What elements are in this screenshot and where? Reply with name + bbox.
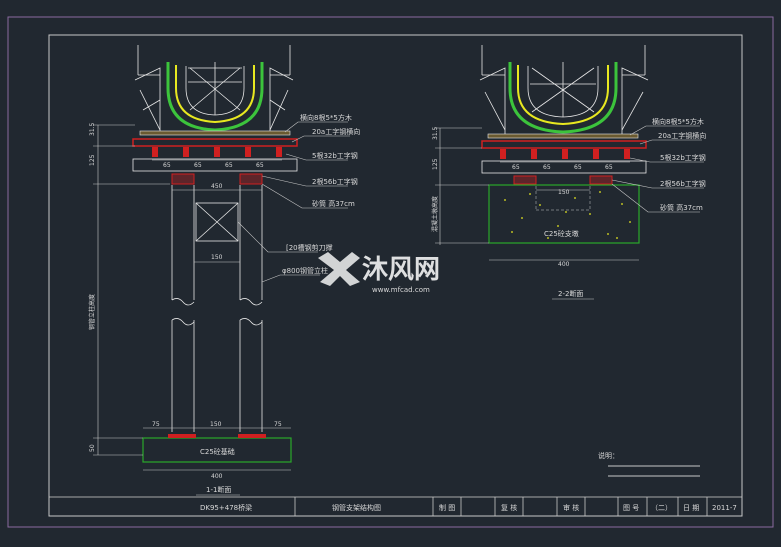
s1-dim-b75a: 75 [152,421,160,428]
s1-label-brace: [20槽钢剪刀撑 [286,243,333,252]
s1-dim-150: 150 [211,254,223,261]
s2-dim-b400: 400 [558,261,570,268]
s2-dim-lines [435,127,639,261]
s1-x-brace [195,202,239,242]
s2-pier [488,184,640,244]
s1-columns [171,185,263,432]
s2-label-beam-20a: 20a工字钢横向 [658,131,706,140]
s2-dim-sp2: 65 [543,164,551,171]
watermark-url: www.mfcad.com [372,286,430,294]
tb-review: 复 核 [501,503,517,512]
s2-dim-sp3: 65 [574,164,582,171]
s1-sand-left [171,173,195,185]
notes-block: 说明： [598,451,700,477]
s1-dim-sp4: 65 [256,162,264,169]
s1-foundation [142,437,292,463]
outer-frame [7,16,774,528]
tb-project: DK95+478桥梁 [200,503,252,512]
s1-label-beam-20a: 20a工字钢横向 [312,127,360,136]
tb-drawn: 制 图 [439,503,455,512]
s2-beams-32b [500,149,630,159]
s1-wood-strip [139,130,291,136]
s1-base-plates [168,434,266,438]
s1-spokes [188,62,242,115]
s1-label-beam-2x: 2根56b工字钢 [312,177,358,186]
s1-foundation-label: C25砼基础 [200,447,235,456]
s1-dim-sp1: 65 [163,162,171,169]
s1-label-beam-5x: 5根32b工字钢 [312,151,358,160]
s1-beams-32b [152,147,282,157]
s1-dim-d2: 125 [89,154,96,166]
s1-dim-d50: 50 [89,444,96,452]
s2-cap-plate [481,160,647,174]
s1-dim-height: 钢管立柱高度 [88,294,96,330]
s1-leaders [237,121,350,283]
s2-leaders [611,125,704,213]
section-1-1: 横向8根5*5方木 20a工字钢横向 5根32b工字钢 2根56b工字钢 砂筒 … [88,45,360,496]
s1-dim-b150: 150 [210,421,222,428]
s1-title: 1-1断面 [206,485,231,494]
s1-label-sand: 砂筒 高37cm [312,199,355,208]
s1-dim-lines [93,124,291,471]
s1-upper-frame [134,45,294,135]
s2-dim-150: 150 [558,189,570,196]
tb-fig-label: 图 号 [623,504,639,512]
s1-dim-sp3: 65 [225,162,233,169]
s2-pier-label: C25砼支墩 [544,229,579,238]
s2-sand-right [589,175,613,185]
tb-drawing-name: 钢管支架结构图 [332,503,381,512]
s2-label-wood: 横向8根5*5方木 [652,117,704,126]
s2-dim-sp1: 65 [512,164,520,171]
s2-wood-strip [487,133,639,139]
s2-upper-frame [479,45,649,135]
s2-sand-left [513,175,537,185]
s1-sand-right [239,173,263,185]
s2-title: 2-2断面 [558,289,583,298]
s1-dim-450: 450 [211,183,223,190]
s1-dim-d1: 31.5 [89,122,96,136]
s2-dim-height: 混凝土墩高度 [431,196,439,232]
s1-dim-b75b: 75 [274,421,282,428]
s1-dim-sp2: 65 [194,162,202,169]
s1-label-pile: φ800钢管立柱 [282,266,328,275]
s2-dim-sp4: 65 [605,164,613,171]
watermark: 沐风网 www.mfcad.com [318,252,440,294]
tb-approve: 审 核 [563,503,579,512]
s2-pier-aggregate [504,191,631,239]
s2-pier-inner-dash [535,186,591,211]
watermark-brand: 沐风网 [362,255,440,285]
s1-label-wood: 横向8根5*5方木 [300,113,352,122]
s2-dim-d2: 125 [432,158,439,170]
section-2-2: 横向8根5*5方木 20a工字钢横向 5根32b工字钢 2根56b工字钢 砂筒 … [431,45,706,300]
s2-label-beam-2x: 2根56b工字钢 [660,179,706,188]
s2-spokes [530,62,596,117]
s2-label-sand: 砂筒 高37cm [660,203,703,212]
title-block: DK95+478桥梁 钢管支架结构图 制 图 复 核 审 核 图 号 （二） 日… [48,496,743,517]
watermark-logo-icon [318,252,360,286]
s2-dim-d1: 31.5 [432,126,439,140]
s2-beam-20a [481,140,647,149]
tb-date: 2011-7 [712,504,737,512]
tb-fig-no: （二） [651,504,672,512]
s1-cap-plate [132,158,298,172]
s1-beam-20a [132,138,298,147]
s2-label-beam-5x: 5根32b工字钢 [660,153,706,162]
tb-date-label: 日 期 [683,504,699,512]
notes-title: 说明： [598,451,619,460]
s1-dim-b400: 400 [211,473,223,480]
